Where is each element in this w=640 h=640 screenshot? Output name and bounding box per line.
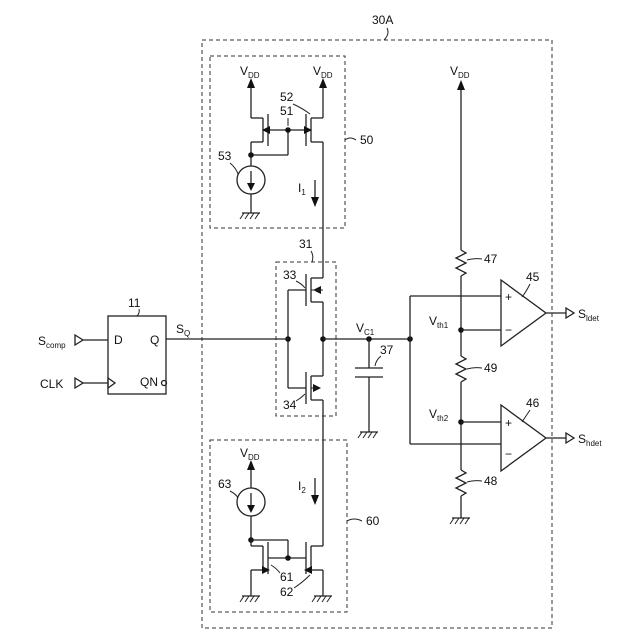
comparator-46-minus: − — [505, 447, 512, 461]
input-port-icon — [75, 378, 83, 388]
current-source-arrow-icon — [247, 505, 255, 513]
label-52: 52 — [280, 90, 294, 104]
ground-icon — [240, 213, 260, 219]
resistor-49 — [456, 356, 466, 382]
label-61: 61 — [280, 570, 294, 584]
block-30a-leader — [384, 28, 388, 40]
block-31-label: 31 — [299, 237, 313, 251]
block-50-leader — [345, 138, 356, 140]
comparator-45-plus: + — [505, 290, 512, 304]
label-34: 34 — [283, 398, 297, 412]
transistor-52 — [300, 114, 323, 146]
ground-icon — [240, 596, 260, 602]
node-vth2: Vth2 — [429, 407, 449, 423]
signal-s-q: SQ — [176, 322, 190, 338]
ground-icon — [312, 596, 332, 602]
transistor-51 — [251, 114, 300, 155]
label-53: 53 — [218, 149, 232, 163]
current-i2-arrow-icon — [311, 495, 319, 505]
label-51: 51 — [280, 104, 294, 118]
pin-qn: QN — [140, 375, 158, 389]
transistor-62 — [304, 542, 323, 596]
current-i1-arrow-icon — [311, 197, 319, 207]
vdd-label-ladder: VDD — [450, 64, 470, 80]
node-vth1: Vth1 — [429, 314, 449, 330]
block-60-label: 60 — [366, 514, 380, 528]
node-vc1: VC1 — [356, 321, 375, 337]
label-47: 47 — [484, 252, 498, 266]
current-source-arrow-icon — [247, 183, 255, 191]
pin-d: D — [114, 333, 123, 347]
comparator-46-plus: + — [505, 416, 512, 430]
pin-q: Q — [150, 333, 159, 347]
block-50-outline — [210, 56, 345, 228]
label-i2: I2 — [298, 479, 306, 495]
label-62: 62 — [280, 585, 294, 599]
comparator-45-minus: − — [505, 323, 512, 337]
resistor-48 — [456, 470, 466, 496]
label-63: 63 — [218, 477, 232, 491]
ground-icon — [450, 518, 470, 524]
signal-s-hdet: Shdet — [578, 432, 602, 448]
resistor-47 — [456, 250, 466, 276]
label-46: 46 — [526, 396, 540, 410]
signal-s-ldet: Sldet — [578, 307, 600, 323]
vdd-label-top-left: VDD — [240, 64, 260, 80]
vdd-arrow-icon — [457, 80, 465, 90]
comparator-46 — [501, 405, 546, 471]
label-11: 11 — [128, 296, 141, 310]
label-48: 48 — [484, 474, 498, 488]
label-33: 33 — [283, 268, 297, 282]
signal-clk: CLK — [40, 377, 63, 391]
block-50-label: 50 — [360, 133, 374, 147]
label-45: 45 — [526, 270, 540, 284]
output-port-icon — [566, 433, 574, 443]
vdd-label-bottom: VDD — [240, 446, 260, 462]
block-60-outline — [210, 440, 347, 612]
label-49: 49 — [484, 361, 498, 375]
vdd-label-top-right: VDD — [313, 64, 333, 80]
signal-s-comp: Scomp — [38, 334, 66, 350]
output-port-icon — [566, 308, 574, 318]
label-37: 37 — [380, 343, 394, 357]
label-i1: I1 — [298, 181, 306, 197]
input-port-icon — [75, 335, 83, 345]
block-30a-label: 30A — [372, 13, 393, 27]
transistor-61 — [251, 540, 306, 596]
ground-icon — [358, 432, 378, 438]
clock-input-icon — [108, 378, 115, 388]
